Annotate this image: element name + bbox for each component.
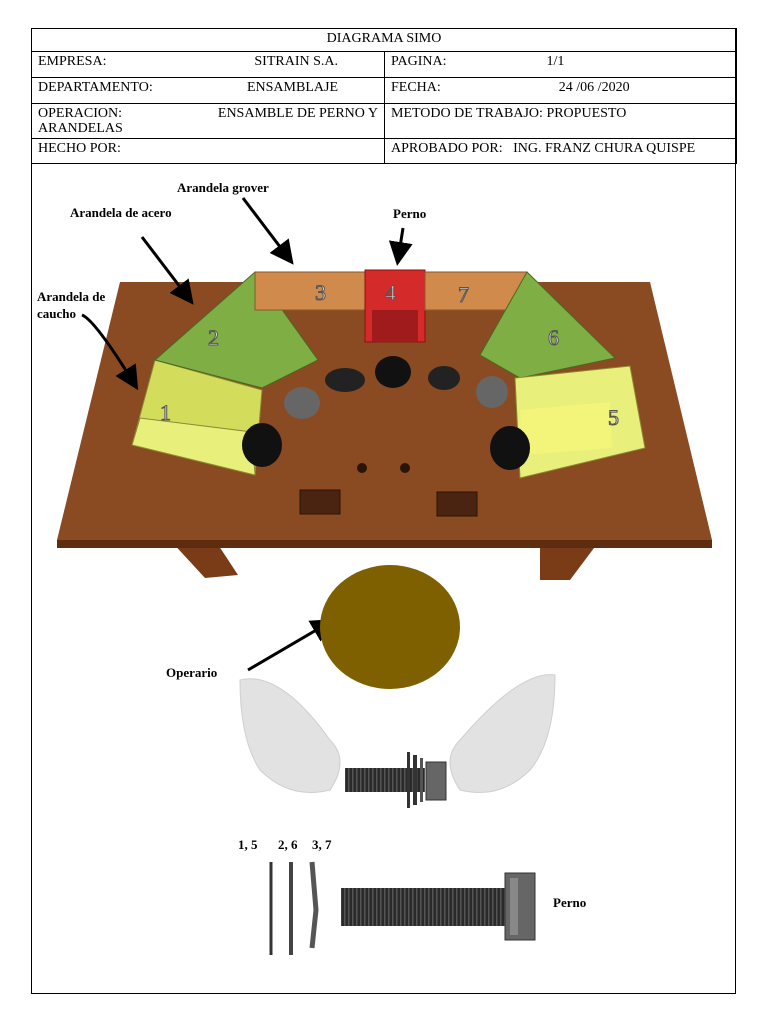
empresa-label: EMPRESA:	[38, 54, 107, 69]
label-arandela-caucho-1: Arandela de	[37, 289, 105, 304]
aprobado-cell: APROBADO POR: ING. FRANZ CHURA QUISPE	[384, 138, 737, 164]
bin-3-number: 3	[315, 280, 326, 305]
document-title: DIAGRAMA SIMO	[31, 28, 737, 52]
legend-3-7: 3, 7	[312, 837, 332, 852]
arrows	[81, 197, 413, 672]
empresa-cell: EMPRESA: SITRAIN S.A.	[31, 51, 385, 78]
bin-5: 5	[514, 365, 646, 479]
fecha-cell: FECHA: 24 /06 /2020	[384, 77, 737, 104]
legend-1-5: 1, 5	[238, 837, 258, 852]
bin-3: 3	[254, 271, 366, 311]
legend-2-6: 2, 6	[278, 837, 298, 852]
aprobado-label: APROBADO POR:	[391, 141, 503, 156]
operacion-value: ENSAMBLE DE PERNO Y	[217, 106, 378, 121]
hecho-label: HECHO POR:	[38, 141, 121, 156]
label-perno-bottom: Perno	[553, 895, 586, 910]
operacion-label: OPERACION:	[38, 106, 123, 121]
fecha-value: 24 /06 /2020	[558, 80, 630, 95]
parts-piles	[242, 356, 530, 470]
operario-circle	[320, 565, 460, 689]
label-operario: Operario	[166, 665, 217, 680]
bin-4: 4	[364, 269, 426, 343]
aprobado-value: ING. FRANZ CHURA QUISPE	[513, 141, 696, 156]
hands-assembly	[239, 674, 556, 808]
exploded-view	[269, 861, 536, 955]
pagina-label: PAGINA:	[391, 54, 447, 69]
bin-5-number: 5	[608, 405, 619, 430]
bin-6-number: 6	[548, 325, 559, 350]
bin-2-number: 2	[208, 325, 219, 350]
label-perno-top: Perno	[393, 206, 426, 221]
label-arandela-grover: Arandela grover	[177, 180, 269, 195]
operacion-extra: ARANDELAS	[38, 121, 123, 136]
label-arandela-acero: Arandela de acero	[70, 205, 172, 220]
metodo-value: PROPUESTO	[546, 106, 627, 121]
fecha-label: FECHA:	[391, 80, 441, 95]
header-table: DIAGRAMA SIMO EMPRESA: SITRAIN S.A. PAGIN…	[31, 28, 737, 164]
departamento-value: ENSAMBLAJE	[246, 80, 338, 95]
bin-4-number: 4	[385, 280, 396, 305]
departamento-cell: DEPARTAMENTO: ENSAMBLAJE	[31, 77, 385, 104]
bin-1-number: 1	[160, 400, 171, 425]
pagina-cell: PAGINA: 1/1	[384, 51, 737, 78]
operacion-cell: OPERACION: ENSAMBLE DE PERNO Y ARANDELAS	[31, 103, 385, 139]
page-frame	[31, 28, 736, 994]
table-legs	[170, 540, 600, 580]
pagina-value: 1/1	[546, 54, 565, 69]
bin-1: 1	[131, 359, 263, 476]
metodo-label: METODO DE TRABAJO:	[391, 106, 543, 121]
empresa-value: SITRAIN S.A.	[254, 54, 338, 69]
bin-2: 2	[153, 271, 319, 389]
hecho-cell: HECHO POR:	[31, 138, 385, 164]
label-arandela-caucho-2: caucho	[37, 306, 76, 321]
departamento-label: DEPARTAMENTO:	[38, 80, 153, 95]
bin-7-number: 7	[458, 282, 469, 307]
